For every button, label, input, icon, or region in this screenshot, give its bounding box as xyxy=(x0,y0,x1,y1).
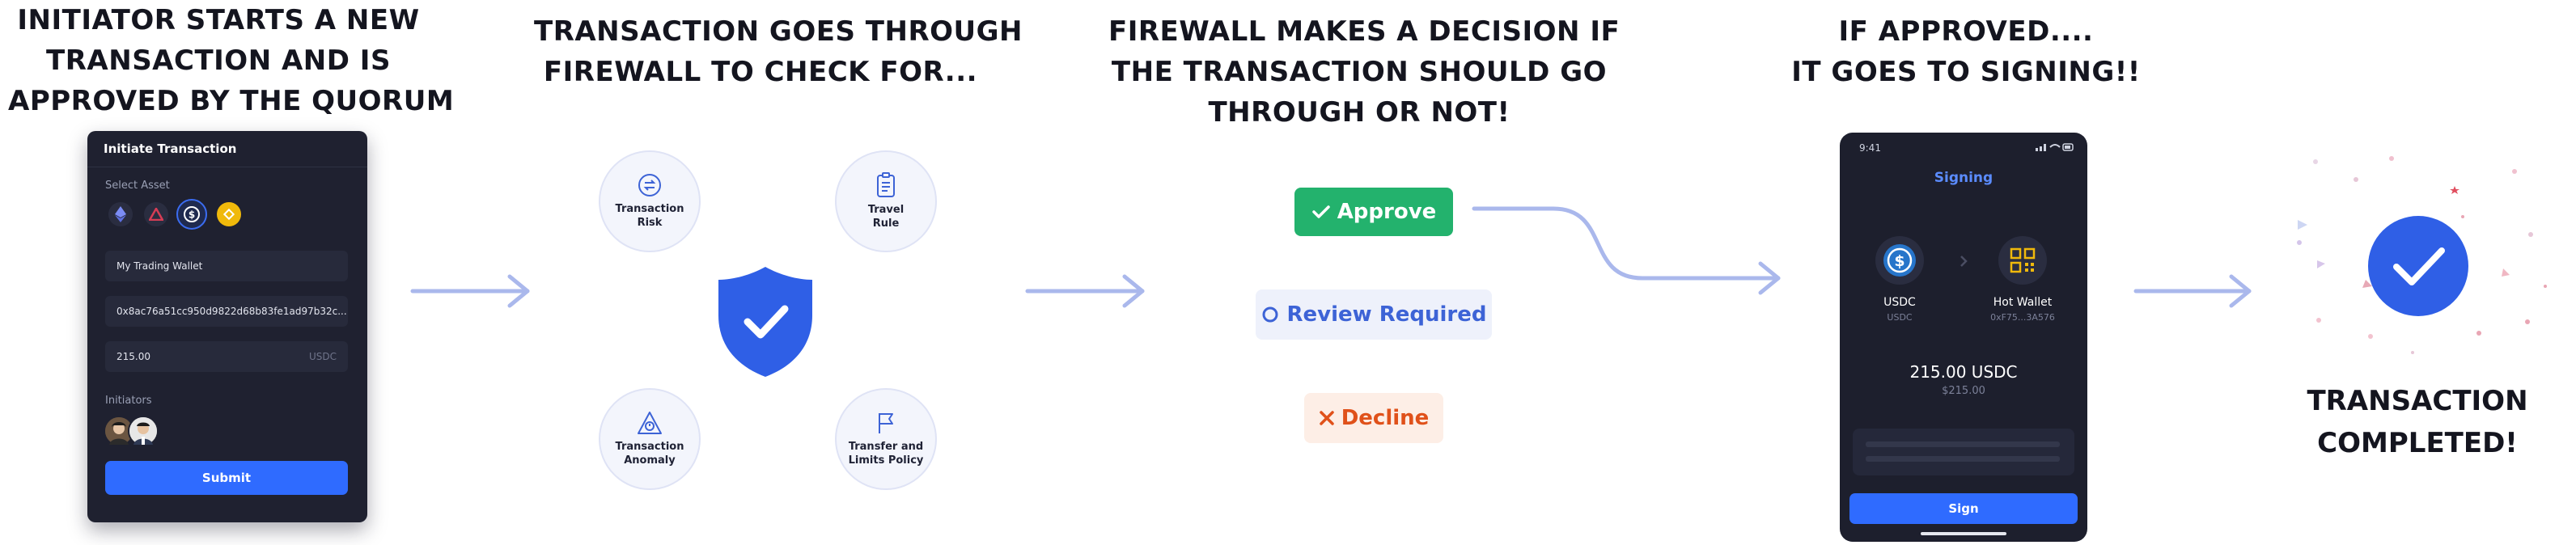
completed-text-line2: COMPLETED! xyxy=(2317,427,2518,459)
svg-text:$: $ xyxy=(189,209,195,221)
details-panel xyxy=(1853,429,2074,475)
step3-heading-line3: THROUGH OR NOT! xyxy=(1208,96,1510,129)
avatar xyxy=(104,416,134,446)
submit-button[interactable]: Submit xyxy=(105,461,348,495)
review-required-badge: Review Required xyxy=(1256,289,1492,340)
check-label-line: Travel xyxy=(867,204,905,216)
review-required-label: Review Required xyxy=(1286,302,1487,327)
check-icon xyxy=(1311,205,1330,218)
circle-icon xyxy=(1262,306,1277,323)
completed-text-line1: TRANSACTION xyxy=(2307,385,2528,417)
bnb-icon[interactable] xyxy=(217,202,241,226)
avalanche-icon[interactable] xyxy=(144,202,168,226)
amount-value: 215.00 xyxy=(117,351,150,362)
arrow-4 xyxy=(2133,274,2252,308)
signing-amount-fiat: $215.00 xyxy=(1942,385,1985,397)
step3-heading-line1: FIREWALL MAKES A DECISION IF xyxy=(1108,15,1621,48)
step1-heading-line1: INITIATOR STARTS A NEW xyxy=(17,4,420,36)
decline-label: Decline xyxy=(1341,406,1430,430)
completed-text: TRANSACTION COMPLETED! xyxy=(2288,380,2547,464)
confetti-decoration xyxy=(2297,156,2547,354)
step1-heading: INITIATOR STARTS A NEW TRANSACTION AND I… xyxy=(8,0,455,121)
close-icon xyxy=(1319,411,1334,425)
svg-text:$: $ xyxy=(1894,252,1904,270)
check-label-line: Rule xyxy=(872,218,900,230)
flag-icon xyxy=(879,413,893,433)
wallet-field-value: My Trading Wallet xyxy=(117,260,203,272)
arrow-3-approve-path xyxy=(1472,206,1781,295)
check-label-line: Transaction xyxy=(615,441,684,453)
wallet-field[interactable]: My Trading Wallet xyxy=(105,251,348,281)
clipboard-list-icon xyxy=(877,172,895,197)
card-title: Initiate Transaction xyxy=(87,131,367,167)
step2-heading-line2: FIREWALL TO CHECK FOR... xyxy=(543,56,978,88)
step1-heading-line2: TRANSACTION AND IS xyxy=(46,44,391,77)
amount-field[interactable]: 215.00 USDC xyxy=(105,341,348,372)
step2-heading-line1: TRANSACTION GOES THROUGH xyxy=(534,15,1023,48)
check-label-line: Anomaly xyxy=(624,454,676,467)
status-time: 9:41 xyxy=(1859,142,1881,154)
home-indicator xyxy=(1921,532,2006,535)
arrow-2 xyxy=(1025,274,1145,308)
usdc-node: $ xyxy=(1875,236,1924,285)
signing-amount: 215.00 USDC xyxy=(1909,362,2018,382)
amount-unit: USDC xyxy=(308,351,337,362)
from-label: USDC xyxy=(1883,296,1916,309)
step4-heading-line1: IF APPROVED.... xyxy=(1838,15,2094,48)
details-line xyxy=(1866,456,2060,462)
check-label-line: Risk xyxy=(637,217,663,229)
step2-heading: TRANSACTION GOES THROUGH FIREWALL TO CHE… xyxy=(534,11,1023,92)
step3-heading: FIREWALL MAKES A DECISION IF THE TRANSAC… xyxy=(1108,11,1621,133)
sign-button[interactable]: Sign xyxy=(1849,493,2078,524)
approve-badge: Approve xyxy=(1294,188,1453,236)
hot-wallet-node xyxy=(1998,236,2047,285)
check-label-line: Limits Policy xyxy=(848,454,924,467)
check-label-line: Transaction xyxy=(615,203,684,215)
details-line xyxy=(1866,441,2060,447)
ethereum-icon[interactable] xyxy=(108,202,133,226)
step3-heading-line2: THE TRANSACTION SHOULD GO xyxy=(1111,56,1608,88)
usdc-icon: $ xyxy=(1883,244,1916,277)
select-asset-label: Select Asset xyxy=(105,180,170,192)
avatar xyxy=(128,416,159,446)
qr-code-icon xyxy=(2010,247,2036,273)
signing-phone-screen: 9:41 Signing $ USDC USDC Hot Wallet 0xF7… xyxy=(1840,133,2087,542)
initiate-transaction-card: Initiate Transaction Select Asset $ My T… xyxy=(87,131,367,522)
completed-check-icon xyxy=(2368,216,2468,316)
decline-badge: Decline xyxy=(1304,393,1443,443)
check-label-line: Transfer and xyxy=(848,441,924,453)
usdc-icon[interactable]: $ xyxy=(176,199,207,230)
chevron-right-icon xyxy=(1960,256,1968,267)
arrow-1 xyxy=(410,274,530,308)
signing-title: Signing xyxy=(1934,170,1993,186)
to-label: Hot Wallet xyxy=(1993,296,2053,309)
step4-heading-line2: IT GOES TO SIGNING!! xyxy=(1791,56,2141,88)
address-field-value: 0x8ac76a51cc950d9822d68b83fe1ad97b32c... xyxy=(117,306,347,317)
from-sub-label: USDC xyxy=(1887,312,1913,323)
shield-icon xyxy=(718,267,812,377)
to-sub-label: 0xF75...3A576 xyxy=(1990,312,2055,323)
status-indicators-icon xyxy=(2036,143,2074,151)
approve-label: Approve xyxy=(1337,200,1437,224)
alert-icon xyxy=(638,412,662,434)
initiators-label: Initiators xyxy=(105,395,152,407)
step4-heading: IF APPROVED.... IT GOES TO SIGNING!! xyxy=(1756,11,2176,92)
address-field[interactable]: 0x8ac76a51cc950d9822d68b83fe1ad97b32c... xyxy=(105,296,348,327)
step1-heading-line3: APPROVED BY THE QUORUM xyxy=(8,85,455,117)
transfer-arrows-icon xyxy=(638,174,661,196)
